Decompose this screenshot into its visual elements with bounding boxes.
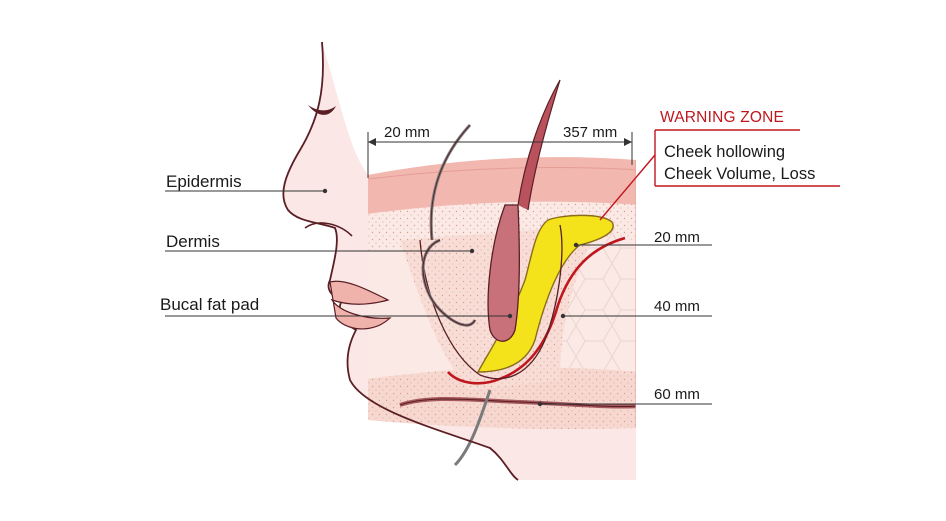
warning-note-line2: Cheek Volume, Loss	[664, 165, 816, 183]
label-measure-40: 40 mm	[654, 298, 700, 315]
label-measure-20: 20 mm	[654, 229, 700, 246]
label-dermis: Dermis	[166, 232, 220, 251]
label-bucal-fat-pad: Bucal fat pad	[160, 295, 260, 314]
cross-section-block	[368, 157, 636, 429]
hair-shaft-right	[517, 79, 561, 211]
label-measure-top-left: 20 mm	[384, 124, 430, 141]
label-measure-60: 60 mm	[654, 386, 700, 403]
eyelash	[308, 105, 336, 115]
lips	[329, 280, 392, 330]
warning-pointer	[599, 154, 656, 221]
label-epidermis: Epidermis	[166, 172, 242, 191]
warning-note-line1: Cheek hollowing	[664, 143, 786, 161]
face-profile-outline	[282, 41, 519, 481]
warning-zone-title: WARNING ZONE	[660, 109, 785, 126]
label-measure-top-right: 357 mm	[563, 124, 618, 141]
nostril	[304, 222, 353, 237]
